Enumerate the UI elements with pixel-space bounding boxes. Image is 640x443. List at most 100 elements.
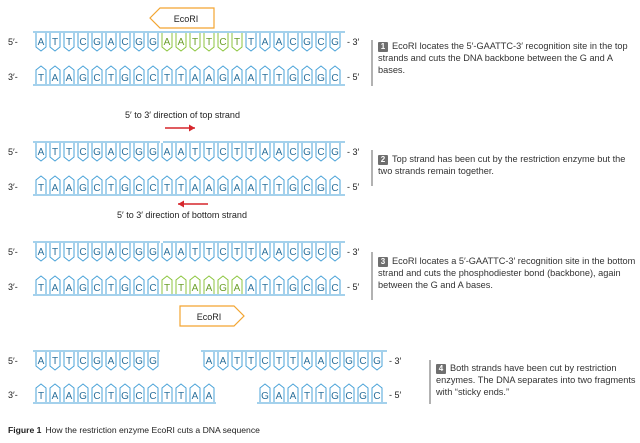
top-base: C — [77, 33, 89, 52]
bottom-base-letter: G — [121, 183, 129, 194]
fragment2-top-base-letter: A — [206, 356, 213, 367]
bottom-base-letter: A — [52, 183, 59, 194]
top-base-letter: C — [289, 37, 296, 48]
fragment2-bottom-base: G — [259, 383, 271, 402]
top-base-letter: C — [121, 247, 128, 258]
top-base: A — [105, 243, 117, 262]
bottom-base: G — [77, 65, 89, 84]
enzyme-label: EcoRI — [197, 312, 222, 322]
bottom-base: C — [133, 275, 145, 294]
fragment2-bottom-base: C — [343, 383, 355, 402]
bottom-strand-3prime-label: 3′- — [8, 182, 18, 192]
fragment1-top-base-letter: G — [93, 356, 101, 367]
bottom-base-letter: C — [93, 73, 100, 84]
top-base-letter: G — [303, 247, 311, 258]
top-base: T — [245, 33, 257, 52]
bottom-base: G — [217, 65, 229, 84]
fragment1-top-base: G — [133, 352, 145, 371]
top-base-letter: A — [108, 37, 115, 48]
top-base: T — [63, 143, 75, 162]
bottom-base: C — [147, 65, 159, 84]
fragment1-top-base: A — [35, 352, 47, 371]
top-base-letter: G — [135, 147, 143, 158]
fragment1-bottom-base: A — [49, 383, 61, 402]
top-base: T — [203, 143, 215, 162]
fragment2-bottom-base: G — [357, 383, 369, 402]
enzyme-label: EcoRI — [174, 14, 199, 24]
fragment2-bottom-base-letter: C — [373, 391, 380, 402]
bottom-base-letter: C — [331, 183, 338, 194]
top-base-letter: T — [248, 247, 254, 258]
bottom-base: T — [105, 175, 117, 194]
fragment1-top-base-letter: T — [52, 356, 58, 367]
top-base: G — [147, 243, 159, 262]
top-base: A — [273, 243, 285, 262]
fragment2-top-base: T — [273, 352, 285, 371]
fragment2-top-base: G — [371, 352, 383, 371]
top-base: A — [175, 33, 187, 52]
top-strand-3prime-end: - 3′ — [347, 247, 360, 257]
bottom-base: G — [315, 65, 327, 84]
bottom-base-letter: C — [331, 283, 338, 294]
top-base-letter: T — [52, 247, 58, 258]
top-base: G — [147, 33, 159, 52]
top-base-letter: G — [149, 37, 157, 48]
bottom-base: T — [35, 275, 47, 294]
bottom-base-letter: T — [108, 73, 114, 84]
bottom-base-letter: G — [317, 73, 325, 84]
top-base: A — [273, 33, 285, 52]
top-base-letter: T — [66, 247, 72, 258]
top-base: G — [133, 33, 145, 52]
top-base: G — [147, 143, 159, 162]
top-base: A — [105, 33, 117, 52]
bottom-base: A — [203, 65, 215, 84]
top-base: G — [301, 33, 313, 52]
top-base-letter: T — [234, 147, 240, 158]
bottom-base: T — [259, 65, 271, 84]
top-base: G — [133, 243, 145, 262]
top-base-letter: A — [276, 247, 283, 258]
top-base: G — [329, 33, 341, 52]
top-base: A — [161, 243, 173, 262]
top-base-letter: G — [93, 37, 101, 48]
bottom-base: T — [273, 275, 285, 294]
fragment2-top-base-letter: T — [248, 356, 254, 367]
top-strand-5prime-label: 5′- — [8, 37, 18, 47]
ecori-marker-step3: EcoRI — [179, 305, 245, 327]
top-base-letter: G — [303, 37, 311, 48]
fragment1-bottom-base: C — [147, 383, 159, 402]
bottom-base: T — [161, 65, 173, 84]
fragment2-bottom-base-letter: G — [261, 391, 269, 402]
bottom-base: T — [175, 175, 187, 194]
top-base-letter: A — [164, 37, 171, 48]
top-base-letter: G — [149, 247, 157, 258]
fragment2-top-base: C — [357, 352, 369, 371]
bottom-base-letter: C — [149, 73, 156, 84]
bottom-base-letter: C — [331, 73, 338, 84]
bottom-base-letter: T — [262, 283, 268, 294]
top-base: T — [245, 143, 257, 162]
fragment1-top-base: T — [49, 352, 61, 371]
bottom-base-letter: T — [262, 183, 268, 194]
bottom-base: T — [259, 275, 271, 294]
top-base-letter: T — [248, 37, 254, 48]
bottom-base-letter: G — [289, 183, 297, 194]
bottom-base: A — [189, 275, 201, 294]
fragment1-bottom-base: A — [189, 383, 201, 402]
top-base: T — [231, 243, 243, 262]
step-2-badge: 2 — [378, 155, 388, 165]
bottom-base: G — [119, 175, 131, 194]
bottom-base: T — [35, 175, 47, 194]
top-base: C — [217, 143, 229, 162]
fragment2-bottom-base-letter: T — [318, 391, 324, 402]
bottom-base: A — [63, 65, 75, 84]
bottom-base: A — [189, 175, 201, 194]
bottom-base: T — [259, 175, 271, 194]
fragment2-bottom-base: A — [287, 383, 299, 402]
bottom-base: G — [287, 275, 299, 294]
top-strand-direction-label: 5′ to 3′ direction of top strand — [125, 110, 240, 120]
fragment2-top-base-letter: A — [304, 356, 311, 367]
fragment2-top-base-letter: C — [331, 356, 338, 367]
